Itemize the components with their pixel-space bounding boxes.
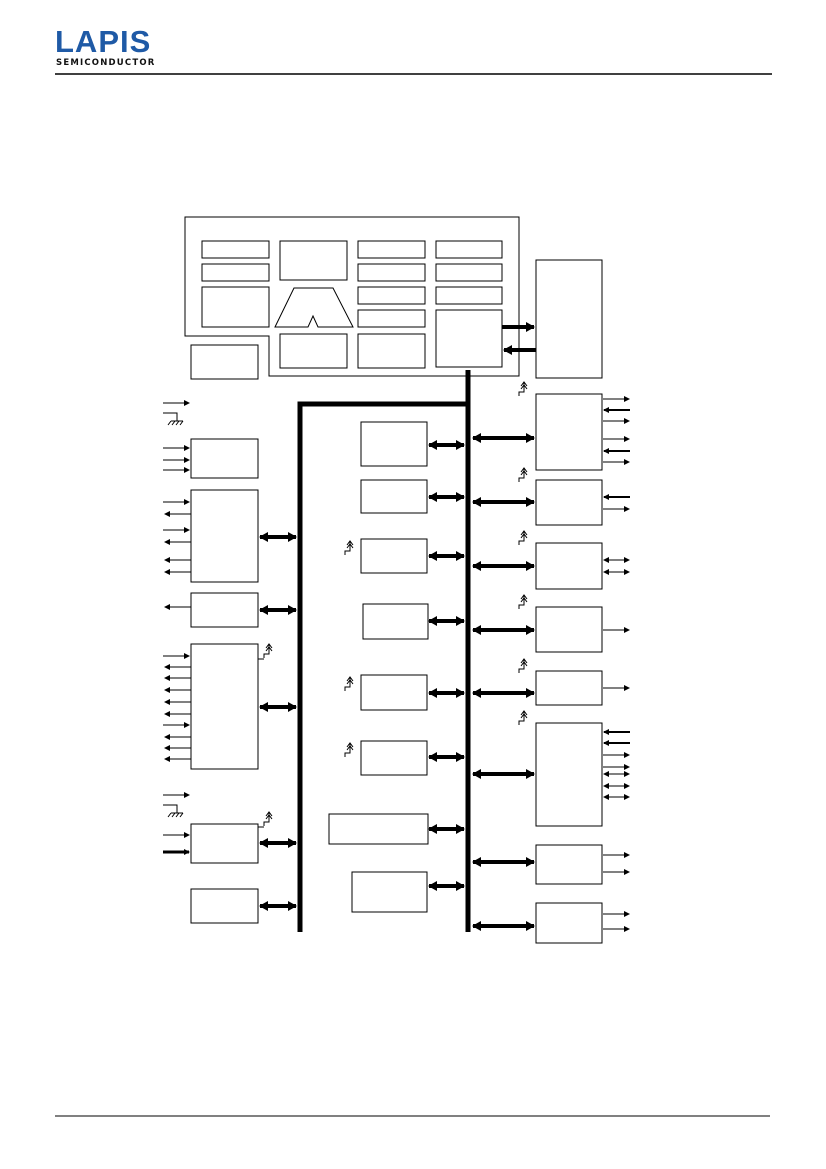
peripheral-block bbox=[360, 740, 428, 776]
clock-input-icon bbox=[518, 658, 528, 673]
core-sub-block bbox=[435, 240, 503, 259]
logo-semiconductor: SEMICONDUCTOR bbox=[56, 58, 156, 68]
peripheral-block bbox=[360, 479, 428, 514]
peripheral-block bbox=[190, 438, 259, 479]
peripheral-block bbox=[535, 542, 603, 590]
peripheral-block bbox=[535, 479, 603, 526]
peripheral-block bbox=[535, 670, 603, 706]
peripheral-block bbox=[190, 823, 259, 864]
core-sub-block bbox=[435, 309, 503, 368]
memory-block bbox=[535, 259, 603, 379]
core-sub-block bbox=[279, 333, 348, 369]
core-sub-block bbox=[357, 333, 426, 369]
clock-input-icon bbox=[518, 381, 528, 396]
core-sub-block bbox=[357, 309, 426, 328]
peripheral-block bbox=[535, 722, 603, 827]
core-sub-block bbox=[357, 263, 426, 282]
peripheral-block bbox=[190, 643, 259, 770]
clock-input-icon bbox=[518, 594, 528, 609]
core-sub-block bbox=[435, 263, 503, 282]
peripheral-block bbox=[190, 592, 259, 628]
core-sub-block bbox=[357, 240, 426, 259]
core-sub-block bbox=[201, 263, 270, 282]
peripheral-block bbox=[362, 603, 429, 640]
core-sub-block bbox=[279, 240, 348, 281]
peripheral-block bbox=[190, 489, 259, 583]
peripheral-block bbox=[535, 393, 603, 471]
core-sub-block bbox=[201, 240, 270, 259]
logo-lapis: LAPIS bbox=[55, 24, 152, 59]
peripheral-block bbox=[360, 538, 428, 574]
clock-input-icon bbox=[344, 742, 354, 757]
ground-icon bbox=[163, 804, 184, 818]
cpu-core-outline bbox=[184, 216, 520, 377]
peripheral-block bbox=[535, 844, 603, 885]
clock-input-icon bbox=[518, 467, 528, 482]
clock-input-icon bbox=[263, 811, 273, 826]
core-sub-block bbox=[357, 286, 426, 305]
left-bus bbox=[297, 401, 468, 932]
peripheral-block bbox=[328, 813, 429, 845]
peripheral-block bbox=[535, 606, 603, 653]
peripheral-block bbox=[190, 888, 259, 924]
peripheral-block bbox=[360, 674, 428, 711]
core-sub-block bbox=[201, 286, 270, 328]
clock-input-icon bbox=[263, 643, 273, 658]
standalone-block bbox=[190, 344, 259, 380]
clock-input-icon bbox=[518, 530, 528, 545]
peripheral-block bbox=[535, 902, 603, 944]
alu-shape bbox=[274, 287, 354, 328]
peripheral-block bbox=[360, 421, 428, 467]
clock-input-icon bbox=[344, 540, 354, 555]
clock-input-icon bbox=[344, 676, 354, 691]
core-sub-block bbox=[435, 286, 503, 305]
ground-icon bbox=[163, 412, 184, 426]
peripheral-block bbox=[351, 871, 428, 913]
clock-input-icon bbox=[518, 710, 528, 725]
